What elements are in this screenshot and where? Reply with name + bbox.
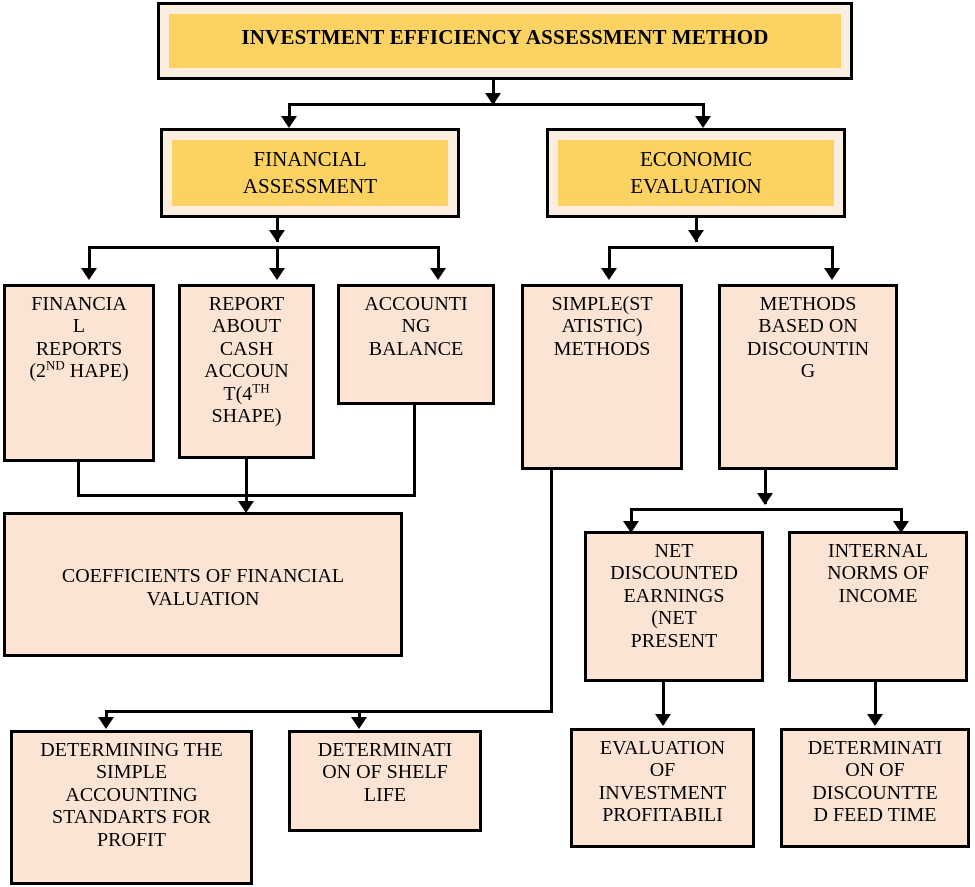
node-discountted-feed-time-label: DETERMINATI ON OF DISCOUNTTE D FEED TIME — [807, 737, 943, 827]
node-root-panel: INVESTMENT EFFICIENCY ASSESSMENT METHOD — [169, 14, 841, 68]
node-financial-assessment-panel: FINANCIAL ASSESSMENT — [172, 140, 448, 206]
node-coefficients-financial-valuation-label: COEFFICIENTS OF FINANCIAL VALUATION — [61, 565, 345, 610]
node-internal-norms-income-label: INTERNAL NORMS OF INCOME — [827, 540, 929, 607]
node-report-cash-account-label: REPORT ABOUT CASH ACCOUN T(4TH SHAPE) — [204, 293, 289, 427]
edge-internal-to-feedtime — [874, 682, 877, 724]
edge-discounting-stem-arrow — [757, 493, 773, 505]
node-report-cash-account[interactable]: REPORT ABOUT CASH ACCOUN T(4TH SHAPE) — [178, 284, 315, 459]
edge-net-to-profitability — [662, 682, 665, 724]
node-simple-accounting-standarts-label: DETERMINING THE SIMPLE ACCOUNTING STANDA… — [40, 739, 223, 851]
node-simple-statistic-methods[interactable]: SIMPLE(ST ATISTIC) METHODS — [521, 284, 683, 470]
node-economic-evaluation-label: ECONOMIC EVALUATION — [630, 147, 762, 199]
edge-economic-to-discounting — [831, 246, 834, 274]
node-shelf-life-label: DETERMINATI ON OF SHELF LIFE — [317, 739, 453, 806]
edge-cash-down — [245, 457, 248, 510]
node-shelf-life[interactable]: DETERMINATI ON OF SHELF LIFE — [288, 730, 482, 832]
edge-root-to-financial-arrow — [281, 116, 297, 128]
edge-economic-split-bar — [608, 246, 834, 249]
node-methods-discounting-label: METHODS BASED ON DISCOUNTIN G — [746, 293, 870, 383]
edge-discounting-to-internal — [900, 508, 903, 528]
node-accounting-balance-label: ACCOUNTI NG BALANCE — [364, 293, 468, 360]
edge-discounting-to-internal-arrow — [893, 521, 909, 533]
edge-economic-to-simple — [608, 246, 611, 274]
edge-root-stem-arrow — [485, 93, 501, 105]
edge-discounting-to-net-arrow — [623, 521, 639, 533]
node-financial-reports-label: FINANCIA L REPORTS (2ND HAPE) — [29, 293, 129, 383]
node-accounting-balance[interactable]: ACCOUNTI NG BALANCE — [337, 284, 495, 405]
edge-simple-bottom-bar — [105, 710, 553, 713]
edge-to-coefficients-arrow — [238, 501, 254, 513]
node-coefficients-financial-valuation[interactable]: COEFFICIENTS OF FINANCIAL VALUATION — [3, 512, 403, 657]
node-methods-discounting[interactable]: METHODS BASED ON DISCOUNTIN G — [718, 284, 898, 470]
node-report-cash-account-sup: TH — [252, 379, 270, 395]
edge-reports-down — [77, 460, 80, 497]
node-internal-norms-income[interactable]: INTERNAL NORMS OF INCOME — [788, 531, 968, 682]
edge-simple-to-shelf-arrow — [351, 717, 367, 729]
edge-root-to-financial — [288, 103, 291, 123]
node-financial-assessment-label: FINANCIAL ASSESSMENT — [242, 147, 378, 199]
edge-financial-to-cash-arrow — [269, 268, 285, 280]
edge-simple-to-standarts-arrow — [98, 717, 114, 729]
edge-economic-to-simple-arrow — [601, 268, 617, 280]
edge-economic-to-discounting-arrow — [824, 268, 840, 280]
node-investment-profitability-label: EVALUATION OF INVESTMENT PROFITABILI — [598, 737, 727, 827]
edge-balance-down — [413, 403, 416, 497]
edge-root-split-bar — [288, 103, 705, 106]
edge-financial-to-balance — [437, 246, 440, 274]
edge-discounting-to-net — [630, 508, 633, 528]
edge-discounting-stem — [764, 470, 767, 504]
node-simple-statistic-methods-label: SIMPLE(ST ATISTIC) METHODS — [551, 293, 653, 360]
edge-financial-to-balance-arrow — [430, 268, 446, 280]
node-financial-assessment[interactable]: FINANCIAL ASSESSMENT — [160, 128, 460, 218]
edge-discounting-split-bar — [630, 508, 903, 511]
edge-financial-to-reports-arrow — [81, 268, 97, 280]
node-simple-accounting-standarts[interactable]: DETERMINING THE SIMPLE ACCOUNTING STANDA… — [10, 730, 253, 885]
node-investment-profitability[interactable]: EVALUATION OF INVESTMENT PROFITABILI — [570, 728, 755, 848]
edge-root-stem — [492, 80, 495, 105]
node-financial-reports[interactable]: FINANCIA L REPORTS (2ND HAPE) — [3, 284, 155, 462]
edge-root-to-economic — [702, 103, 705, 123]
edge-internal-to-feedtime-arrow — [867, 714, 883, 726]
node-net-discounted-earnings-label: NET DISCOUNTED EARNINGS (NET PRESENT — [610, 540, 738, 652]
node-net-discounted-earnings[interactable]: NET DISCOUNTED EARNINGS (NET PRESENT — [584, 531, 764, 682]
node-economic-evaluation[interactable]: ECONOMIC EVALUATION — [546, 128, 846, 218]
edge-financial-to-cash — [276, 246, 279, 274]
node-economic-evaluation-panel: ECONOMIC EVALUATION — [558, 140, 834, 206]
node-financial-reports-sup: ND — [46, 357, 65, 373]
node-root-label: INVESTMENT EFFICIENCY ASSESSMENT METHOD — [241, 25, 769, 49]
edge-financial-to-reports — [88, 246, 91, 274]
edge-financial-stem-arrow — [269, 230, 285, 242]
node-discountted-feed-time[interactable]: DETERMINATI ON OF DISCOUNTTE D FEED TIME — [780, 728, 970, 848]
node-root[interactable]: INVESTMENT EFFICIENCY ASSESSMENT METHOD — [157, 2, 853, 80]
edge-net-to-profitability-arrow — [655, 714, 671, 726]
edge-financial-split-bar — [88, 246, 440, 249]
edge-simple-down — [550, 468, 553, 713]
edge-root-to-economic-arrow — [695, 116, 711, 128]
edge-economic-stem-arrow — [688, 230, 704, 242]
